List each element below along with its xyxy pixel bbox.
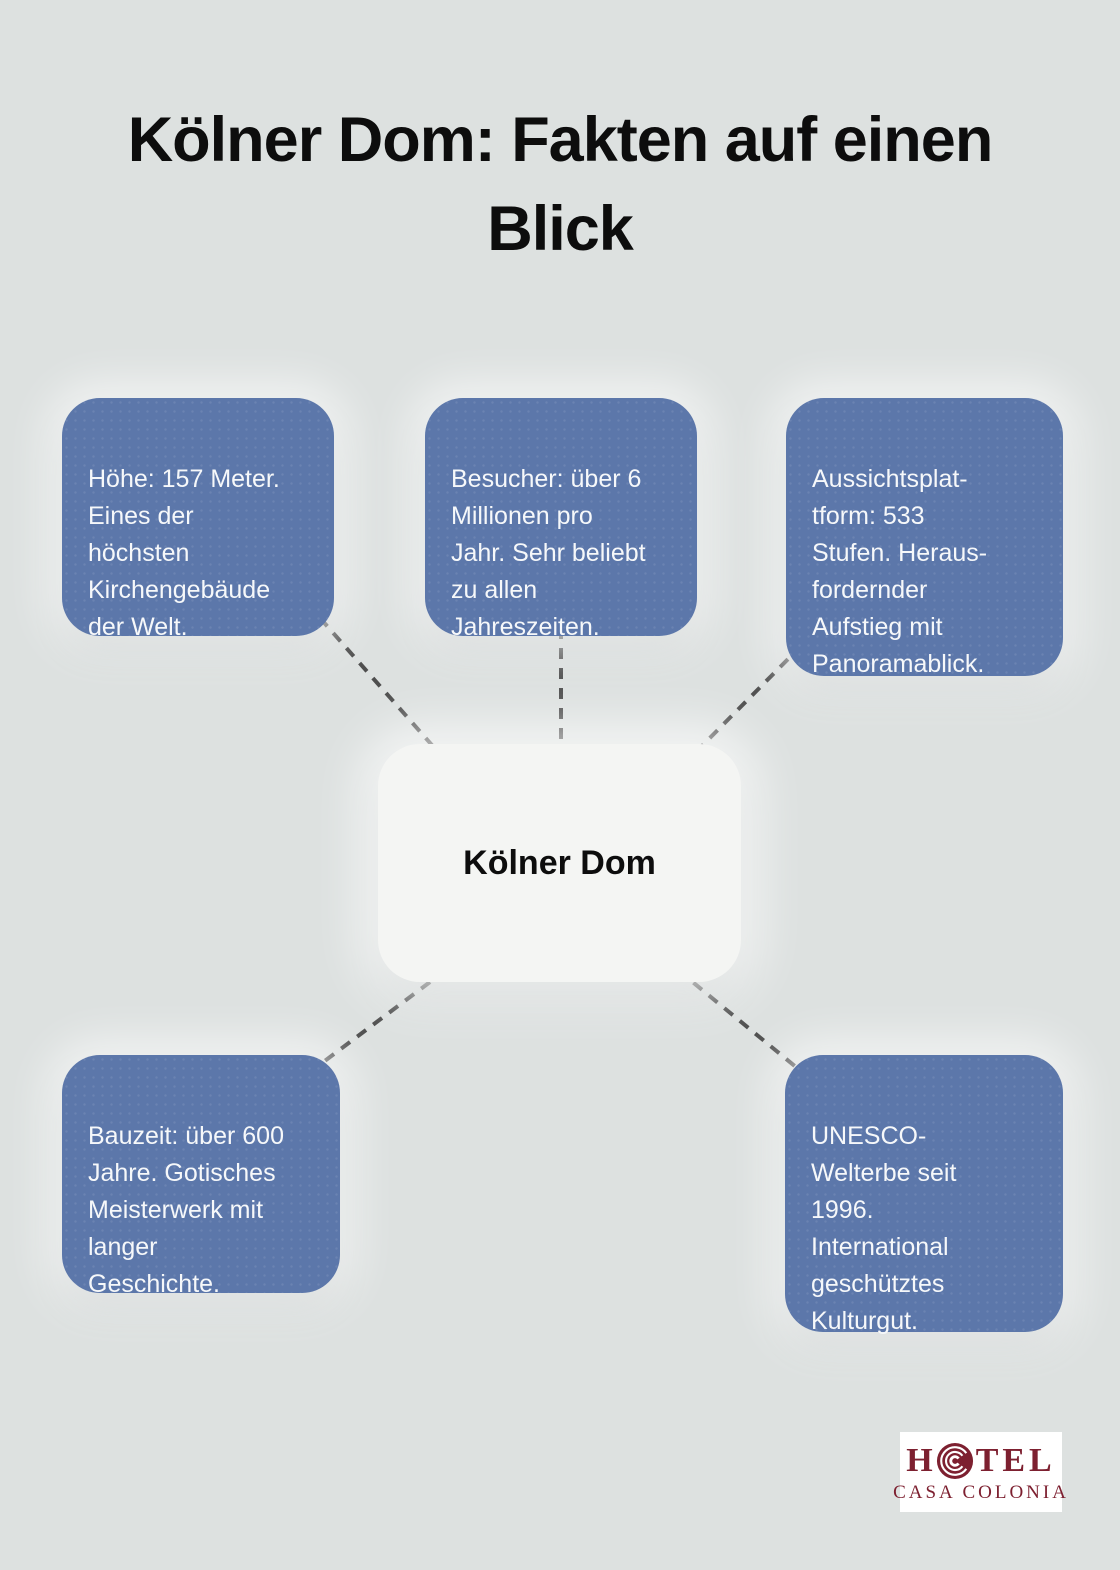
fact-box-unesco: UNESCO- Welterbe seit 1996. Internationa… bbox=[785, 1055, 1063, 1335]
page-title: Kölner Dom: Fakten auf einen Blick bbox=[127, 105, 994, 264]
fact-text-hoehe: Höhe: 157 Meter. Eines der höchsten Kirc… bbox=[88, 465, 280, 641]
fact-text-aussichtsplattform: Aussichtsplat- tform: 533 Stufen. Heraus… bbox=[812, 465, 988, 678]
fact-box-aussichtsplattform: Aussichtsplat- tform: 533 Stufen. Heraus… bbox=[786, 398, 1063, 678]
fact-box-hoehe: Höhe: 157 Meter. Eines der höchsten Kirc… bbox=[62, 398, 334, 641]
logo-wordmark-hotel: H TEL bbox=[906, 1442, 1056, 1480]
logo-letters-tel: TEL bbox=[975, 1441, 1056, 1479]
logo-letter-h: H bbox=[906, 1441, 937, 1479]
fact-text-unesco: UNESCO- Welterbe seit 1996. Internationa… bbox=[811, 1122, 957, 1335]
fact-box-besucher: Besucher: über 6 Millionen pro Jahr. Seh… bbox=[425, 398, 697, 641]
central-node: Kölner Dom bbox=[378, 744, 741, 982]
connector-line-bauzeit bbox=[316, 968, 448, 1068]
fact-box-bauzeit: Bauzeit: über 600 Jahre. Gotisches Meist… bbox=[62, 1055, 340, 1298]
hotel-casa-colonia-logo: H TEL CASA COLONIA bbox=[893, 1432, 1066, 1512]
fact-text-bauzeit: Bauzeit: über 600 Jahre. Gotisches Meist… bbox=[88, 1122, 284, 1298]
fact-text-besucher: Besucher: über 6 Millionen pro Jahr. Seh… bbox=[451, 465, 646, 641]
central-node-label: Kölner Dom bbox=[463, 843, 656, 882]
logo-wordmark-casa-colonia: CASA COLONIA bbox=[893, 1481, 1069, 1503]
concentric-c-icon bbox=[936, 1442, 973, 1479]
connector-line-aussicht bbox=[686, 643, 804, 762]
connector-line-hoehe bbox=[318, 616, 447, 762]
connector-line-unesco bbox=[676, 968, 804, 1074]
